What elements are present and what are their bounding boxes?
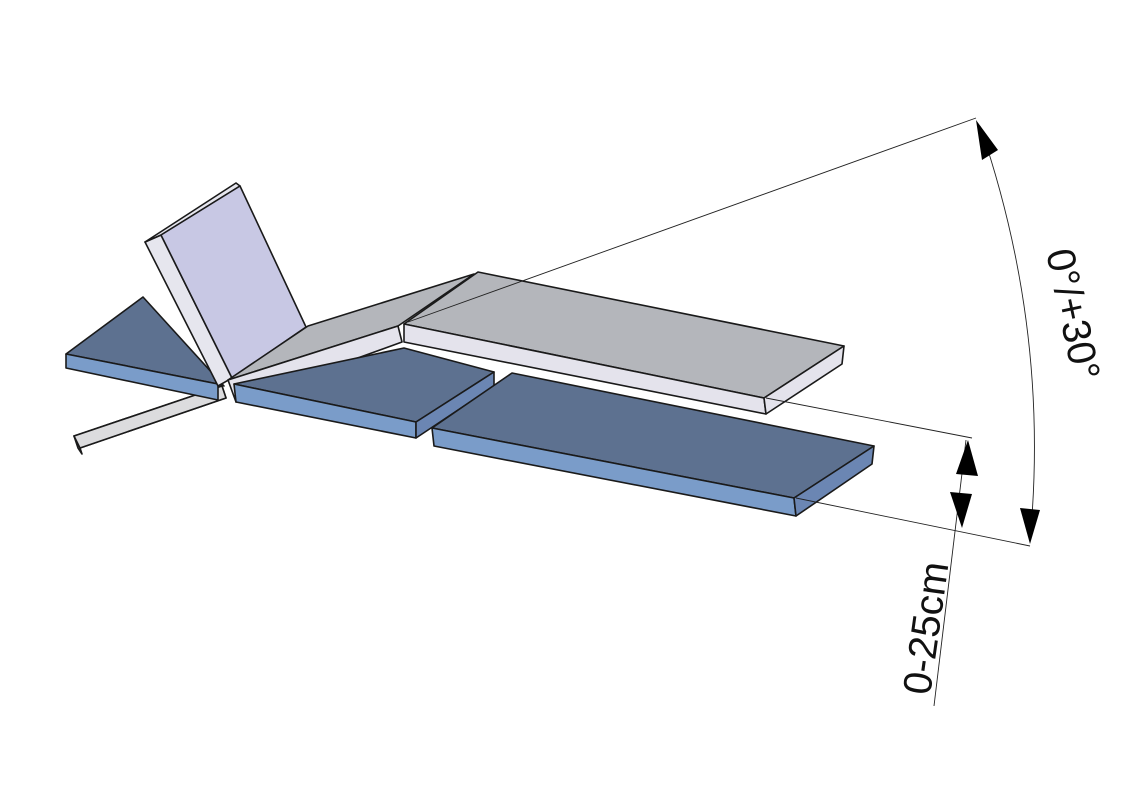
arrowheads [950,120,1040,544]
leg-panel-face [73,385,227,449]
height-arrow-top [956,440,978,476]
height-dimension-line [933,439,967,707]
tilt-range-label: 0°/+30° [1037,245,1108,384]
tilt-arc [979,125,1035,541]
tilt-arrow-top [976,120,998,160]
base-section-right [431,372,875,517]
leg-panel [73,385,227,455]
height-range-label: 0-25cm [895,559,957,697]
base-reference-line [795,497,1031,547]
right-raised-end [763,345,845,415]
tilt-reference-line [407,117,977,323]
base-left-front [65,353,219,401]
base-right-end [793,445,875,517]
tilt-arrow-bottom [1020,508,1040,544]
dimension-lines [407,117,1035,707]
right-raised-section [403,271,845,415]
raised-reference-line [765,397,973,439]
base-section-middle [233,347,495,439]
base-section-left [65,296,225,401]
height-arrow-bottom [950,492,972,528]
